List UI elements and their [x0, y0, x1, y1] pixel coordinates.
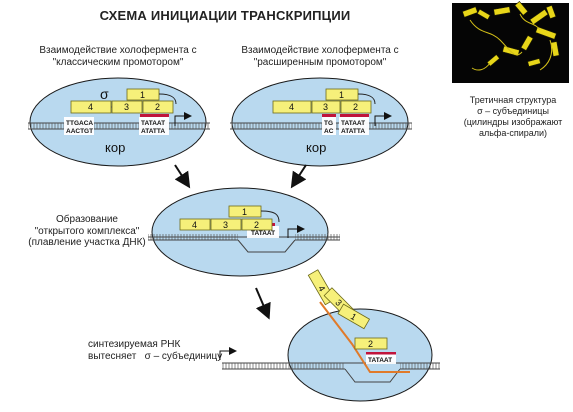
- minus10-mark: [140, 114, 169, 117]
- domain-4-label: 4: [192, 220, 197, 230]
- transcription-start-arrow: [219, 347, 237, 360]
- dna-duplex: [222, 363, 345, 369]
- domain-3-label: 3: [124, 102, 129, 112]
- caption-line: σ – субъединицы: [477, 106, 549, 116]
- caption-line: альфа-спирали): [478, 128, 548, 138]
- page-title: СХЕМА ИНИЦИАЦИИ ТРАНСКРИПЦИИ: [99, 8, 351, 23]
- label-line: "открытого комплекса": [34, 225, 140, 237]
- seq-minus35-top: TTGACA: [66, 120, 93, 127]
- sigma-structure-image: [452, 1, 569, 83]
- rna-transcript: [319, 301, 410, 373]
- holoenzyme-core-ellipse: [29, 77, 207, 167]
- domain-3-label: 3: [333, 297, 344, 308]
- extended-caption: Взаимодействие холофермента с "расширенн…: [240, 45, 400, 68]
- domain-3-label: 3: [323, 102, 328, 112]
- label-part: вытесняет: [88, 351, 137, 362]
- dna-duplex: [230, 123, 412, 129]
- panel-elongation: [219, 269, 440, 402]
- seq-extended-bottom: AC: [324, 128, 334, 135]
- domain-4-label: 4: [88, 102, 93, 112]
- holoenzyme-core-ellipse: [231, 77, 409, 167]
- classic-caption: Взаимодействие холофермента с "классичес…: [38, 45, 198, 68]
- caption-line: Взаимодействие холофермента с: [39, 45, 197, 56]
- domain-4-label: 4: [316, 284, 327, 293]
- panel-extended-promoter: [230, 77, 412, 167]
- elongation-label: синтезируемая РНК вытесняет σ – субъедин…: [88, 339, 222, 363]
- domain-2-label: 2: [368, 339, 373, 349]
- seq-minus10: TATAAT: [368, 357, 392, 364]
- melted-dna-bubble: [237, 239, 296, 253]
- caption-line: Третичная структура: [469, 95, 557, 105]
- flow-arrow: [290, 164, 307, 189]
- panel-open-complex: [148, 187, 340, 277]
- melted-dna-bubble: [344, 368, 401, 383]
- seq-minus10-top: TATAAT: [141, 120, 165, 127]
- domain-1-label: 1: [140, 90, 145, 100]
- transcription-start-arrow: [174, 112, 192, 126]
- seq-extended-top: TG: [324, 120, 333, 127]
- dna-duplex: [28, 123, 210, 129]
- domain-2-label: 2: [254, 220, 259, 230]
- caption-line: (цилиндры изображают: [463, 117, 563, 127]
- seq-minus35-bottom: AACTGT: [66, 128, 93, 135]
- open-complex-label: Образование "открытого комплекса" (плавл…: [22, 214, 152, 249]
- caption-line: Взаимодействие холофермента с: [241, 45, 399, 56]
- label-line: вытесняет σ – субъединицу: [88, 351, 222, 363]
- minus10-mark: [366, 352, 396, 355]
- structure-caption: Третичная структура σ – субъединицы (цил…: [458, 95, 568, 139]
- label-line: Образование: [56, 214, 118, 225]
- core-label: кор: [105, 140, 125, 155]
- dna-duplex: [148, 234, 238, 240]
- sigma-symbol: σ: [100, 86, 109, 102]
- seq-minus10-bottom: ATATTA: [341, 128, 365, 135]
- seq-minus10-bottom: ATATTA: [141, 128, 165, 135]
- seq-minus10-top: TATAAT: [341, 120, 365, 127]
- panel-classic-promoter: [28, 77, 210, 167]
- flow-arrow: [255, 287, 271, 320]
- domain-1-label: 1: [339, 90, 344, 100]
- domain-2-label: 2: [353, 102, 358, 112]
- domain-4-label: 4: [289, 102, 294, 112]
- transcription-start-arrow: [374, 112, 392, 126]
- domain-2-label: 2: [155, 102, 160, 112]
- label-line: синтезируемая РНК: [88, 339, 181, 350]
- minus10-mark: [340, 114, 369, 117]
- domain-1-label: 1: [242, 207, 247, 217]
- caption-line: "расширенным промотором": [253, 56, 387, 68]
- holoenzyme-core-ellipse: [151, 187, 329, 277]
- seq-minus10: TATAAT: [251, 230, 275, 237]
- domain-3-label: 3: [223, 220, 228, 230]
- label-part: σ – субъединицу: [144, 351, 223, 362]
- label-line: (плавление участка ДНК): [28, 237, 146, 248]
- flow-arrow: [174, 164, 191, 189]
- domain-1-label: 1: [349, 311, 358, 322]
- transcription-start-arrow: [287, 225, 305, 238]
- extended-minus10-mark: [322, 114, 336, 117]
- core-label: кор: [306, 140, 326, 155]
- caption-line: "классическим промотором": [52, 56, 184, 68]
